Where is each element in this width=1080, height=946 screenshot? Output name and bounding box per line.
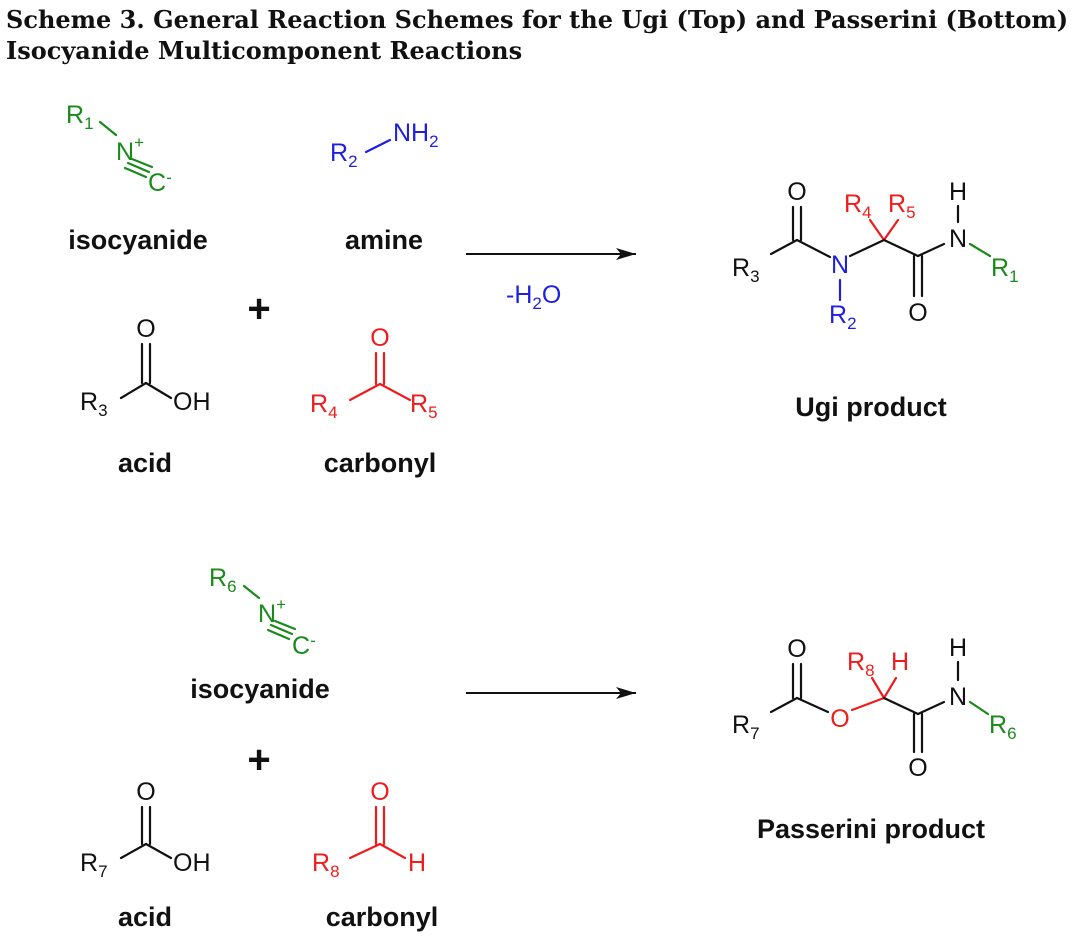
atom-r3: R3 [80,388,108,420]
atom-r2: R2 [829,301,857,333]
atom-n: N [949,225,967,253]
atom-r1: R1 [991,254,1019,286]
atom-c-minus: C- [148,168,172,197]
ugi-product-label: Ugi product [795,392,946,422]
bond-triple-n-c [266,619,297,641]
caption-line-1: Scheme 3. General Reaction Schemes for t… [6,5,1069,34]
caption-line-2: Isocyanide Multicomponent Reactions [6,36,523,65]
atom-h: H [408,849,426,877]
atom-r5: R5 [888,190,916,222]
passerini-isocyanide-structure: R6 N+ C- [209,564,316,660]
atom-c-minus: C- [292,631,316,660]
atom-n-plus: N+ [258,595,286,628]
ugi-isocyanide-structure: R1 N+ C- [66,101,172,197]
atom-r4: R4 [844,190,872,222]
passerini-product-label: Passerini product [757,814,985,844]
atom-r6: R6 [989,711,1017,743]
ugi-amine-label: amine [345,225,423,255]
atom-n: N [949,683,967,711]
ugi-product-structure: O R3 N R2 R4 R5 O N H R1 [732,178,1019,333]
atom-r4: R4 [310,390,338,422]
atom-oh: OH [173,388,211,416]
passerini-acid-label: acid [118,902,172,932]
atom-h: H [949,178,967,206]
atom-r2: R2 [330,139,358,171]
atom-r3: R3 [732,254,760,286]
ugi-plus-sign: + [247,287,270,331]
atom-o: O [136,778,155,806]
atom-h: H [949,634,967,662]
atom-o: O [830,705,849,733]
atom-n-plus: N+ [116,133,144,166]
atom-n: N [831,251,849,279]
atom-o: O [787,178,806,206]
atom-r8: R8 [847,648,875,680]
ugi-acid-structure: O R3 OH [80,315,211,420]
passerini-product-structure: O R7 O R8 H O N H R6 [732,634,1017,782]
atom-r6: R6 [209,564,237,596]
ugi-arrow-reagent: -H2O [506,281,561,313]
atom-r8: R8 [312,849,340,881]
ugi-carbonyl-label: carbonyl [324,448,437,478]
ugi-carbonyl-structure: O R4 R5 [310,324,438,422]
bond-triple-n-c [123,157,154,179]
passerini-plus-sign: + [247,738,270,782]
atom-r7: R7 [80,849,108,881]
atom-h: H [891,648,909,676]
passerini-acid-structure: O R7 OH [80,778,211,881]
atom-oh: OH [173,849,211,877]
atom-o: O [370,324,389,352]
atom-r5: R5 [410,390,438,422]
atom-o: O [908,754,927,782]
ugi-acid-label: acid [118,448,172,478]
ugi-isocyanide-label: isocyanide [68,225,208,255]
atom-r1: R1 [66,101,94,133]
atom-o: O [787,635,806,663]
bond-r6-n [242,584,261,600]
passerini-carbonyl-structure: O R8 H [312,778,426,881]
bond-r2-n [364,138,392,154]
passerini-carbonyl-label: carbonyl [326,902,439,932]
atom-nh2: NH2 [393,119,439,151]
atom-o: O [136,315,155,343]
ugi-amine-structure: R2 NH2 [330,119,439,171]
atom-r7: R7 [732,711,760,743]
bond-r1-n [98,120,118,137]
atom-o: O [908,299,927,327]
passerini-isocyanide-label: isocyanide [190,674,330,704]
scheme-caption: Scheme 3. General Reaction Schemes for t… [6,4,1078,66]
atom-o: O [370,778,389,806]
